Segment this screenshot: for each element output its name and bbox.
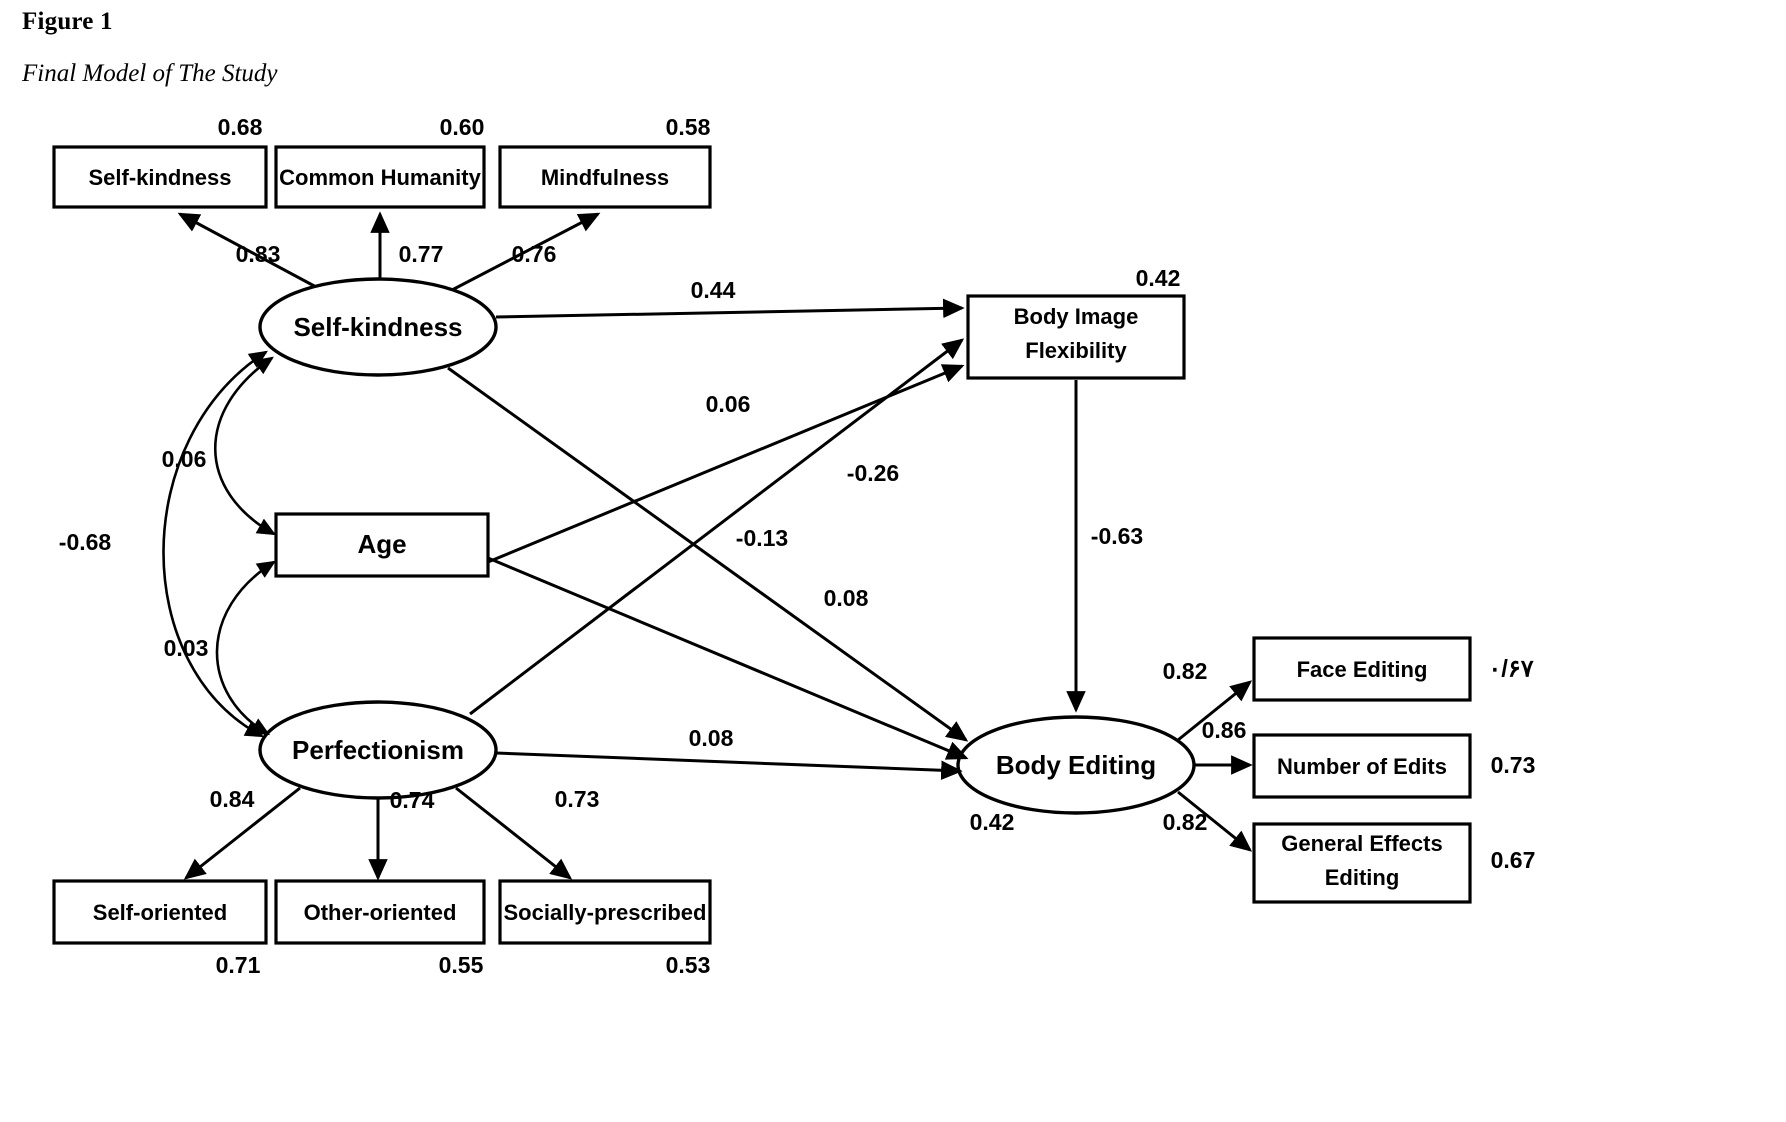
indicator-self-kindness-label: Self-kindness xyxy=(88,165,231,190)
indicator-number-of-edits: Number of Edits 0.73 xyxy=(1252,733,1536,799)
path-coef-sk-be: -0.26 xyxy=(847,460,899,486)
indicator-general-effects-label-line1: General Effects xyxy=(1281,831,1442,856)
path-arrow-age-be xyxy=(487,556,969,760)
r2-face-editing: ٠/۶۷ xyxy=(1488,655,1533,682)
loading-sk-common-humanity: 0.77 xyxy=(399,241,444,267)
loading-be-general-effects: 0.82 xyxy=(1163,809,1208,835)
path-coef-sk-bif: 0.44 xyxy=(691,277,736,303)
path-coef-age-bif: -0.13 xyxy=(736,525,788,551)
observed-body-image-flexibility: Body Image Flexibility 0.42 xyxy=(966,265,1186,380)
path-coef-perf-bif: 0.06 xyxy=(706,391,751,417)
figure-number: Figure 1 xyxy=(22,8,113,35)
bif-label-line2: Flexibility xyxy=(1025,338,1127,363)
indicator-other-oriented-label: Other-oriented xyxy=(304,900,457,925)
loading-sk-self-kindness: 0.83 xyxy=(236,241,281,267)
loading-be-number-of-edits: 0.86 xyxy=(1202,717,1247,743)
r2-general-effects-editing: 0.67 xyxy=(1491,847,1536,873)
r2-body-editing: 0.42 xyxy=(970,809,1015,835)
latent-self-kindness: Self-kindness xyxy=(258,277,498,377)
indicator-socially-prescribed: Socially-prescribed 0.53 xyxy=(498,879,712,978)
loading-be-face-editing: 0.82 xyxy=(1163,658,1208,684)
path-coef-perf-be: 0.08 xyxy=(689,725,734,751)
loading-sk-mindfulness: 0.76 xyxy=(512,241,557,267)
indicator-other-oriented: Other-oriented 0.55 xyxy=(274,879,486,978)
loading-arrow-be-general-effects xyxy=(1177,790,1253,852)
path-arrow-sk-be xyxy=(447,366,969,742)
indicator-general-effects-label-line2: Editing xyxy=(1325,865,1400,890)
loading-arrow-perf-self-oriented xyxy=(183,786,301,880)
covariance-curve-self-kindness-age xyxy=(214,356,277,536)
r2-number-of-edits: 0.73 xyxy=(1491,752,1536,778)
covariance-curve-self-kindness-perfectionism xyxy=(162,350,268,738)
loading-arrow-be-face-editing xyxy=(1177,680,1253,742)
indicator-common-humanity: Common Humanity 0.60 xyxy=(274,114,486,209)
path-coef-age-be: 0.08 xyxy=(824,585,869,611)
indicator-self-oriented: Self-oriented 0.71 xyxy=(52,879,268,978)
latent-perfectionism: Perfectionism xyxy=(258,700,498,800)
r2-self-kindness: 0.68 xyxy=(218,114,263,140)
indicator-face-editing: Face Editing ٠/۶۷ xyxy=(1252,636,1534,702)
r2-common-humanity: 0.60 xyxy=(440,114,485,140)
indicator-mindfulness-label: Mindfulness xyxy=(541,165,669,190)
observed-age-label: Age xyxy=(357,529,406,559)
indicator-number-of-edits-label: Number of Edits xyxy=(1277,754,1447,779)
loading-perf-other-oriented: 0.74 xyxy=(390,787,435,813)
bif-label-line1: Body Image xyxy=(1014,304,1139,329)
path-arrow-sk-bif xyxy=(495,298,965,319)
path-arrow-age-bif xyxy=(487,364,965,564)
r2-socially-prescribed: 0.53 xyxy=(666,952,711,978)
loading-arrow-sk-self-kindness xyxy=(177,212,319,290)
indicator-self-kindness: Self-kindness 0.68 xyxy=(52,114,268,209)
loading-perf-self-oriented: 0.84 xyxy=(210,786,255,812)
loading-perf-socially-prescribed: 0.73 xyxy=(555,786,600,812)
latent-perfectionism-label: Perfectionism xyxy=(292,735,464,765)
r2-mindfulness: 0.58 xyxy=(666,114,711,140)
observed-age: Age xyxy=(274,512,490,578)
r2-other-oriented: 0.55 xyxy=(439,952,484,978)
indicator-self-oriented-label: Self-oriented xyxy=(93,900,227,925)
path-arrow-perf-bif xyxy=(469,338,965,716)
indicator-common-humanity-label: Common Humanity xyxy=(279,165,481,190)
indicator-mindfulness: Mindfulness 0.58 xyxy=(498,114,712,209)
figure-caption: Final Model of The Study xyxy=(22,60,278,87)
latent-body-editing: Body Editing 0.42 xyxy=(956,715,1196,835)
loading-arrow-sk-mindfulness xyxy=(451,212,601,292)
indicator-socially-prescribed-label: Socially-prescribed xyxy=(504,900,707,925)
latent-body-editing-label: Body Editing xyxy=(996,750,1156,780)
loading-arrow-perf-socially-prescribed xyxy=(455,786,573,880)
r2-self-oriented: 0.71 xyxy=(216,952,261,978)
r2-body-image-flexibility: 0.42 xyxy=(1136,265,1181,291)
indicator-general-effects-editing: General Effects Editing 0.67 xyxy=(1252,822,1536,904)
path-coef-bif-be: -0.63 xyxy=(1091,523,1143,549)
sem-path-diagram: Self-kindness 0.68 Common Humanity 0.60 … xyxy=(0,110,1786,1122)
latent-self-kindness-label: Self-kindness xyxy=(293,312,462,342)
indicator-face-editing-label: Face Editing xyxy=(1297,657,1428,682)
covariance-self-kindness-perfectionism: -0.68 xyxy=(59,529,112,555)
path-arrow-perf-be xyxy=(495,751,963,780)
